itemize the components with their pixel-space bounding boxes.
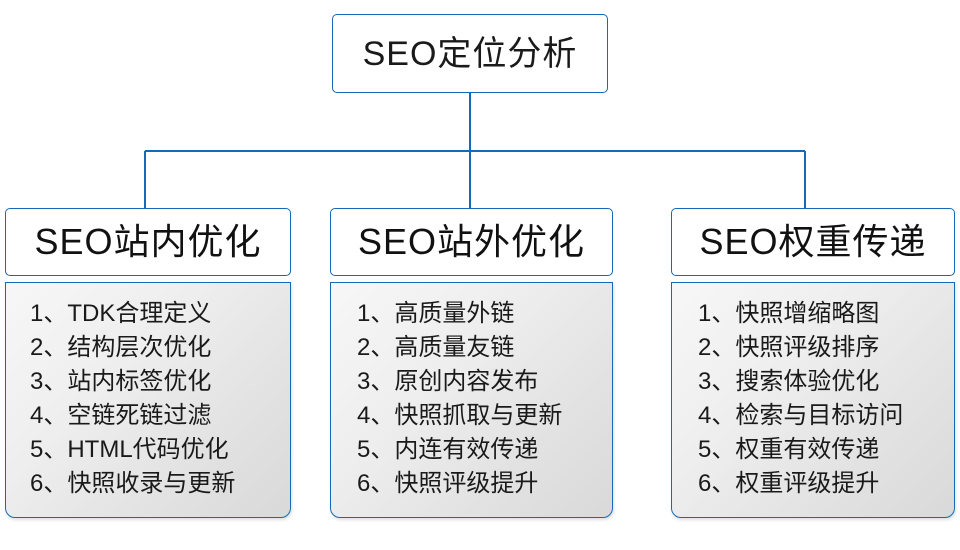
list-item: 5、内连有效传递 xyxy=(357,436,539,463)
list-item: 5、权重有效传递 xyxy=(698,436,880,463)
branch-panel-off-site: 1、高质量外链 2、高质量友链 3、原创内容发布 4、快照抓取与更新 5、内连有… xyxy=(330,282,613,518)
root-node[interactable]: SEO定位分析 xyxy=(332,14,608,93)
list-item: 3、搜索体验优化 xyxy=(698,368,880,395)
branch-list-off-site: 1、高质量外链 2、高质量友链 3、原创内容发布 4、快照抓取与更新 5、内连有… xyxy=(331,297,612,501)
branch-panel-on-site: 1、TDK合理定义 2、结构层次优化 3、站内标签优化 4、空链死链过滤 5、H… xyxy=(5,282,291,518)
list-item: 1、高质量外链 xyxy=(357,300,515,327)
branch-header-off-site[interactable]: SEO站外优化 xyxy=(330,208,613,276)
list-item: 3、站内标签优化 xyxy=(30,368,212,395)
list-item: 2、快照评级排序 xyxy=(698,334,880,361)
branch-panel-weight-transfer: 1、快照增缩略图 2、快照评级排序 3、搜索体验优化 4、检索与目标访问 5、权… xyxy=(671,282,955,518)
branch-header-weight-transfer[interactable]: SEO权重传递 xyxy=(671,208,955,276)
list-item: 2、结构层次优化 xyxy=(30,334,212,361)
branch-header-label: SEO站外优化 xyxy=(357,221,586,262)
branch-list-weight-transfer: 1、快照增缩略图 2、快照评级排序 3、搜索体验优化 4、检索与目标访问 5、权… xyxy=(672,297,954,501)
list-item: 4、空链死链过滤 xyxy=(30,402,212,429)
list-item: 6、快照评级提升 xyxy=(357,470,539,497)
branch-header-label: SEO站内优化 xyxy=(34,221,262,262)
list-item: 3、原创内容发布 xyxy=(357,368,539,395)
branch-column-off-site: SEO站外优化 1、高质量外链 2、高质量友链 3、原创内容发布 4、快照抓取与… xyxy=(330,208,613,518)
list-item: 6、快照收录与更新 xyxy=(30,470,236,497)
list-item: 5、HTML代码优化 xyxy=(30,436,229,463)
branch-header-on-site[interactable]: SEO站内优化 xyxy=(5,208,291,276)
list-item: 1、TDK合理定义 xyxy=(30,300,212,327)
root-node-label: SEO定位分析 xyxy=(362,34,578,73)
list-item: 6、权重评级提升 xyxy=(698,470,880,497)
branch-column-on-site: SEO站内优化 1、TDK合理定义 2、结构层次优化 3、站内标签优化 4、空链… xyxy=(5,208,291,518)
branch-list-on-site: 1、TDK合理定义 2、结构层次优化 3、站内标签优化 4、空链死链过滤 5、H… xyxy=(6,297,290,501)
branch-header-label: SEO权重传递 xyxy=(699,221,927,262)
list-item: 4、快照抓取与更新 xyxy=(357,402,563,429)
list-item: 4、检索与目标访问 xyxy=(698,402,904,429)
list-item: 1、快照增缩略图 xyxy=(698,300,880,327)
branch-column-weight-transfer: SEO权重传递 1、快照增缩略图 2、快照评级排序 3、搜索体验优化 4、检索与… xyxy=(671,208,955,518)
list-item: 2、高质量友链 xyxy=(357,334,515,361)
